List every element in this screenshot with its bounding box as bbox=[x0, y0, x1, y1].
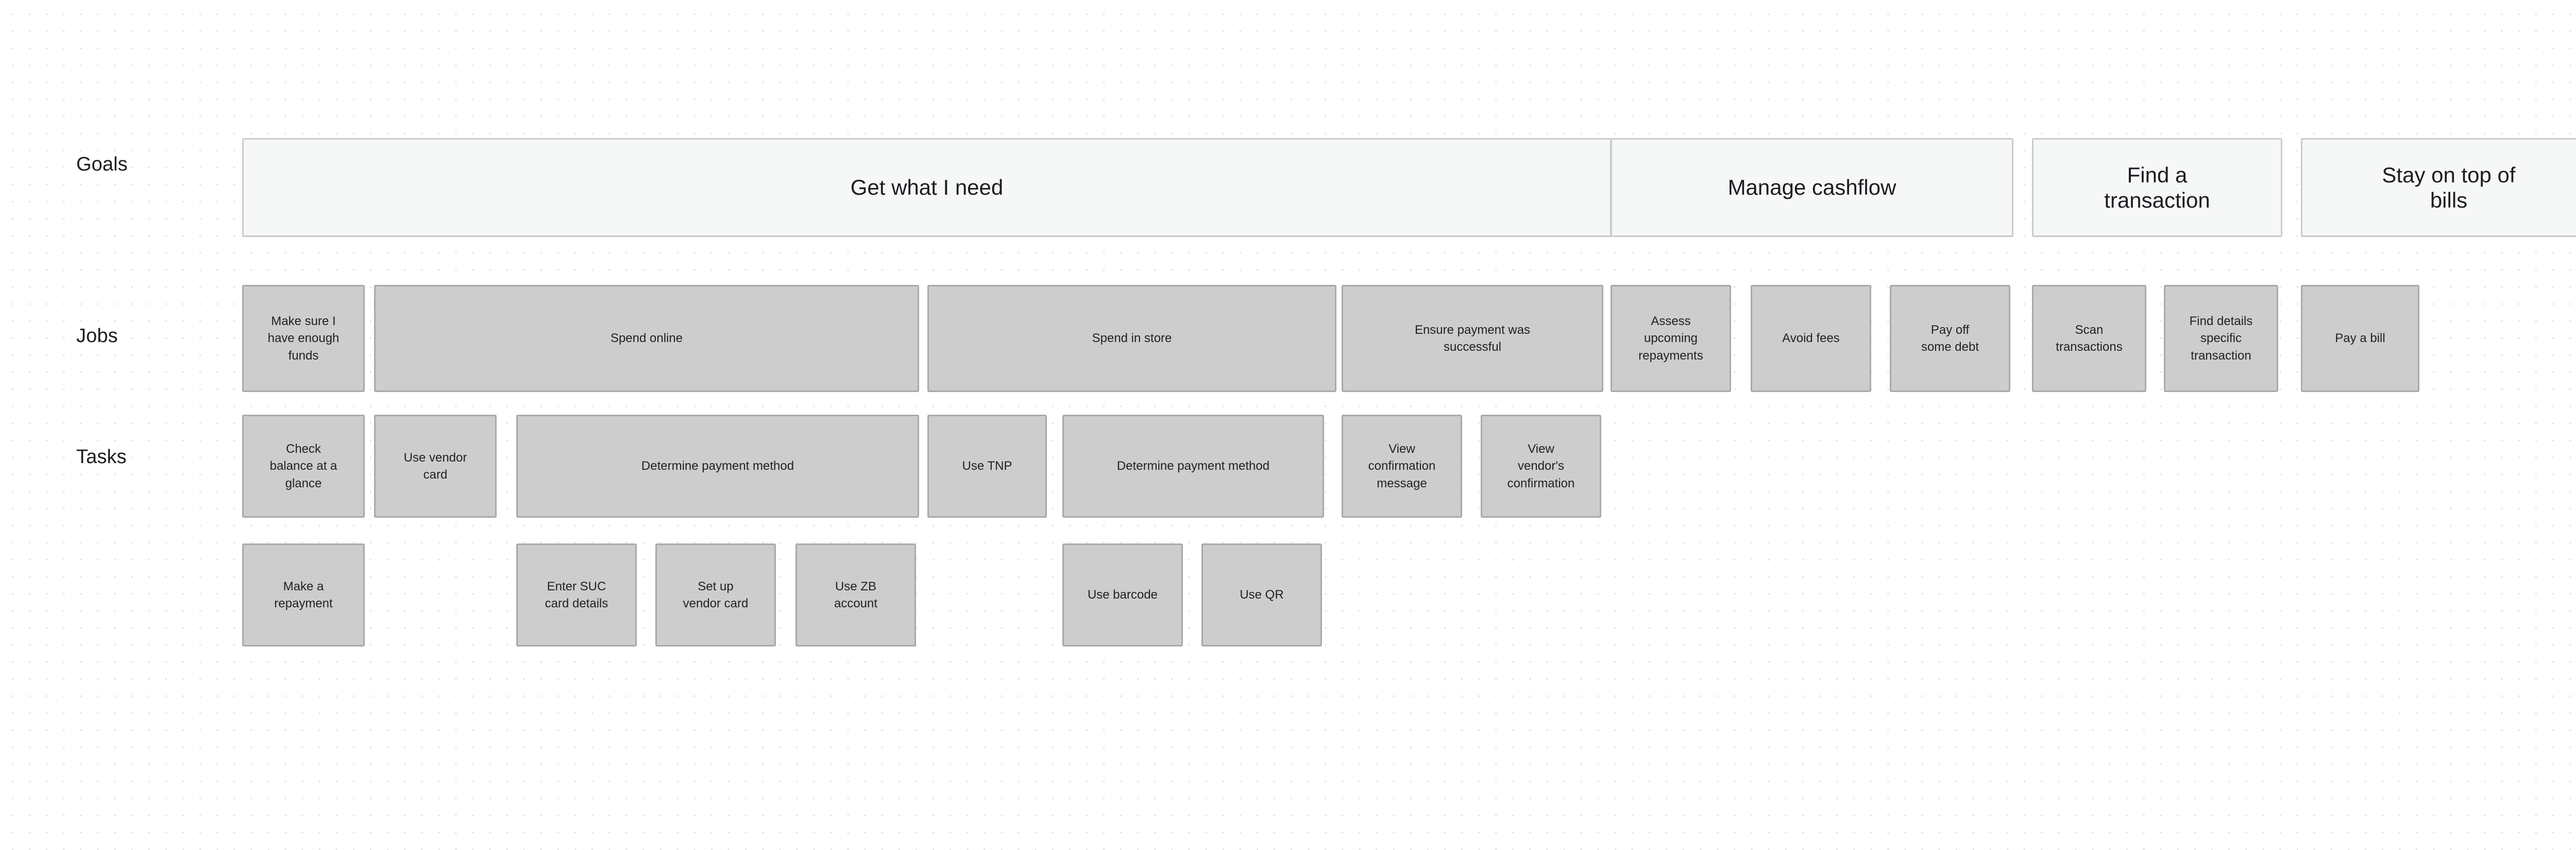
goal-card-stay-on-top-of-bills[interactable]: Stay on top of bills bbox=[2301, 138, 2576, 237]
goal-card-find-a-transaction[interactable]: Find a transaction bbox=[2032, 138, 2282, 237]
job-card-spend-online[interactable]: Spend online bbox=[374, 285, 919, 392]
task-card-use-vendor-card[interactable]: Use vendor card bbox=[374, 415, 497, 518]
job-card-label: Spend online bbox=[610, 331, 683, 346]
goal-card-label: Get what I need bbox=[850, 175, 1004, 200]
goal-card-label: Stay on top of bills bbox=[2382, 162, 2516, 212]
job-card-avoid-fees[interactable]: Avoid fees bbox=[1751, 285, 1871, 392]
job-card-spend-in-store[interactable]: Spend in store bbox=[927, 285, 1336, 392]
task-card-view-confirmation-message[interactable]: View confirmation message bbox=[1342, 415, 1462, 518]
task-card-view-vendor-s-confirmation[interactable]: View vendor's confirmation bbox=[1481, 415, 1601, 518]
job-card-label: Ensure payment was successful bbox=[1414, 322, 1531, 354]
task-card-label: Use QR bbox=[1240, 588, 1284, 602]
task-card-label: Check balance at a glance bbox=[269, 442, 337, 490]
task-card-use-zb-account[interactable]: Use ZB account bbox=[795, 543, 916, 647]
goal-card-get-what-i-need[interactable]: Get what I need bbox=[242, 138, 1612, 237]
task-card-label: View vendor's confirmation bbox=[1507, 442, 1575, 490]
task-card-label: Determine payment method bbox=[1116, 459, 1270, 473]
job-card-make-sure-i-have-enough-funds[interactable]: Make sure I have enough funds bbox=[242, 285, 365, 392]
job-card-label: Find details specific transaction bbox=[2189, 314, 2253, 363]
task-card-make-a-repayment[interactable]: Make a repayment bbox=[242, 543, 365, 647]
job-card-label: Make sure I have enough funds bbox=[267, 314, 340, 363]
goal-card-label: Find a transaction bbox=[2104, 162, 2210, 212]
task-card-set-up-vendor-card[interactable]: Set up vendor card bbox=[655, 543, 776, 647]
task-card-use-barcode[interactable]: Use barcode bbox=[1062, 543, 1183, 647]
task-card-label: Set up vendor card bbox=[683, 579, 749, 610]
task-card-enter-suc-card-details[interactable]: Enter SUC card details bbox=[516, 543, 637, 647]
task-card-label: Use ZB account bbox=[834, 579, 878, 610]
job-card-label: Assess upcoming repayments bbox=[1638, 314, 1703, 363]
job-card-pay-a-bill[interactable]: Pay a bill bbox=[2301, 285, 2419, 392]
task-card-label: Determine payment method bbox=[641, 459, 794, 473]
task-card-label: Use barcode bbox=[1087, 588, 1158, 602]
job-card-pay-off-some-debt[interactable]: Pay off some debt bbox=[1890, 285, 2010, 392]
row-label-goals: Goals bbox=[76, 154, 128, 175]
row-label-tasks: Tasks bbox=[76, 446, 127, 468]
job-card-assess-upcoming-repayments[interactable]: Assess upcoming repayments bbox=[1611, 285, 1731, 392]
task-card-label: Use vendor card bbox=[403, 450, 467, 482]
task-card-label: Make a repayment bbox=[274, 579, 333, 610]
job-card-label: Pay off some debt bbox=[1921, 322, 1979, 354]
goal-card-manage-cashflow[interactable]: Manage cashflow bbox=[1611, 138, 2013, 237]
job-card-label: Scan transactions bbox=[2056, 322, 2123, 354]
goal-card-label: Manage cashflow bbox=[1727, 175, 1896, 200]
job-card-label: Spend in store bbox=[1092, 331, 1172, 346]
task-card-determine-payment-method[interactable]: Determine payment method bbox=[1062, 415, 1324, 518]
task-card-label: View confirmation message bbox=[1368, 442, 1436, 490]
job-card-label: Avoid fees bbox=[1782, 331, 1840, 346]
job-card-label: Pay a bill bbox=[2335, 331, 2385, 346]
task-card-use-tnp[interactable]: Use TNP bbox=[927, 415, 1047, 518]
job-card-find-details-specific-transaction[interactable]: Find details specific transaction bbox=[2164, 285, 2278, 392]
task-card-check-balance-at-a-glance[interactable]: Check balance at a glance bbox=[242, 415, 365, 518]
row-label-jobs: Jobs bbox=[76, 325, 118, 347]
task-card-determine-payment-method[interactable]: Determine payment method bbox=[516, 415, 919, 518]
job-card-scan-transactions[interactable]: Scan transactions bbox=[2032, 285, 2146, 392]
job-card-ensure-payment-was-successful[interactable]: Ensure payment was successful bbox=[1342, 285, 1603, 392]
task-card-label: Use TNP bbox=[962, 459, 1012, 473]
task-card-use-qr[interactable]: Use QR bbox=[1201, 543, 1322, 647]
task-card-label: Enter SUC card details bbox=[545, 579, 608, 610]
